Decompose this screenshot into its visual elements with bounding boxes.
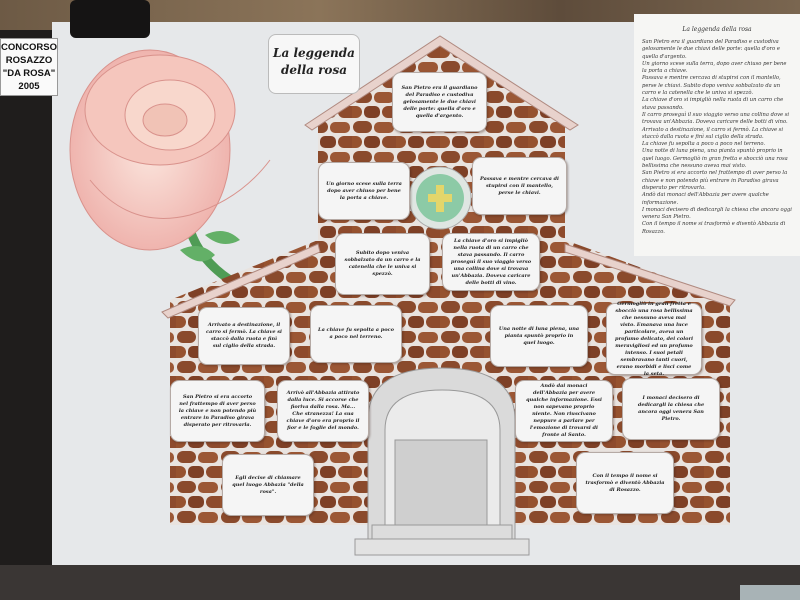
story-note: Un giorno scese sulla terra dopo aver ch… [318, 162, 410, 220]
story-note: Subito dopo veniva sobbalzato da un carr… [335, 233, 430, 295]
table-corner [740, 585, 800, 600]
poster-title: La leggenda della rosa [268, 34, 360, 94]
story-note: Passava e mentre cercava di stupirsi con… [472, 157, 567, 215]
label-line: "DA ROSA" [2, 68, 56, 79]
dark-board [0, 30, 60, 570]
sheet-paragraph: Con il tempo il nome si trasformò e dive… [642, 221, 786, 235]
rose-drawing [69, 49, 271, 284]
title-line: La leggenda [273, 46, 355, 60]
story-note: I monaci decisero di dedicargli la chies… [622, 378, 720, 440]
story-note: Germogliò in gran fretta e sbocciò una r… [606, 301, 702, 377]
story-note: La chiave fu sepolta a poco a poco nel t… [310, 305, 402, 363]
story-note: San Pietro si era accorto nel frattempo … [170, 380, 265, 442]
story-note: Andò dai monaci dell'Abbazia per avere q… [515, 380, 613, 442]
sheet-paragraph: La chiave fu sepolta a poco a poco nel t… [642, 141, 766, 148]
sheet-paragraph: La chiave d'oro si impigliò nella ruota … [642, 97, 784, 111]
sheet-paragraph: Passava e mentre cercava di stupirsi con… [642, 75, 781, 97]
story-note: Con il tempo il nome si trasformò e dive… [576, 452, 674, 514]
story-note: Una notte di luna piena, una pianta spun… [490, 305, 588, 367]
story-note: Egli decise di chiamare quel luogo Abbaz… [222, 454, 314, 516]
story-note: Arrivato a destinazione, il carro si fer… [198, 307, 290, 365]
floor-edge [0, 565, 800, 600]
sheet-title: La leggenda della rosa [682, 26, 752, 33]
sheet-paragraph: Una notte di luna piena, una pianta spun… [642, 148, 788, 170]
story-note: Arrivò all'Abbazia attirato dalla luce. … [277, 380, 369, 442]
label-year: 2005 [18, 81, 40, 92]
sheet-paragraph: San Pietro si era accorto nel frattempo … [642, 170, 788, 191]
sheet-paragraph: Il carro proseguì il suo viaggio verso u… [642, 111, 790, 126]
title-line: della rosa [281, 63, 347, 77]
contest-label: CONCORSO ROSAZZO "DA ROSA" 2005 [0, 38, 58, 96]
sheet-paragraph: Un giorno scese sulla terra, dopo aver c… [642, 60, 787, 75]
legend-text-sheet: La leggenda della rosa San Pietro era il… [634, 14, 800, 256]
sheet-paragraph: Arrivato a destinazione, il carro si fer… [642, 126, 783, 140]
sheet-paragraph: I monaci decisero di dedicargli la chies… [642, 206, 792, 221]
binder-clip [70, 0, 150, 38]
story-note: La chiave d'oro si impigliò nella ruota … [442, 233, 540, 291]
sheet-paragraph: Andò dai monaci dell'Abbazia per avere q… [642, 192, 769, 206]
label-line: ROSAZZO [5, 55, 53, 66]
label-line: CONCORSO [1, 42, 57, 53]
sheet-paragraph: San Pietro era il guardiano del Paradiso… [642, 39, 780, 60]
story-note: San Pietro era il guardiano del Paradiso… [392, 72, 487, 132]
